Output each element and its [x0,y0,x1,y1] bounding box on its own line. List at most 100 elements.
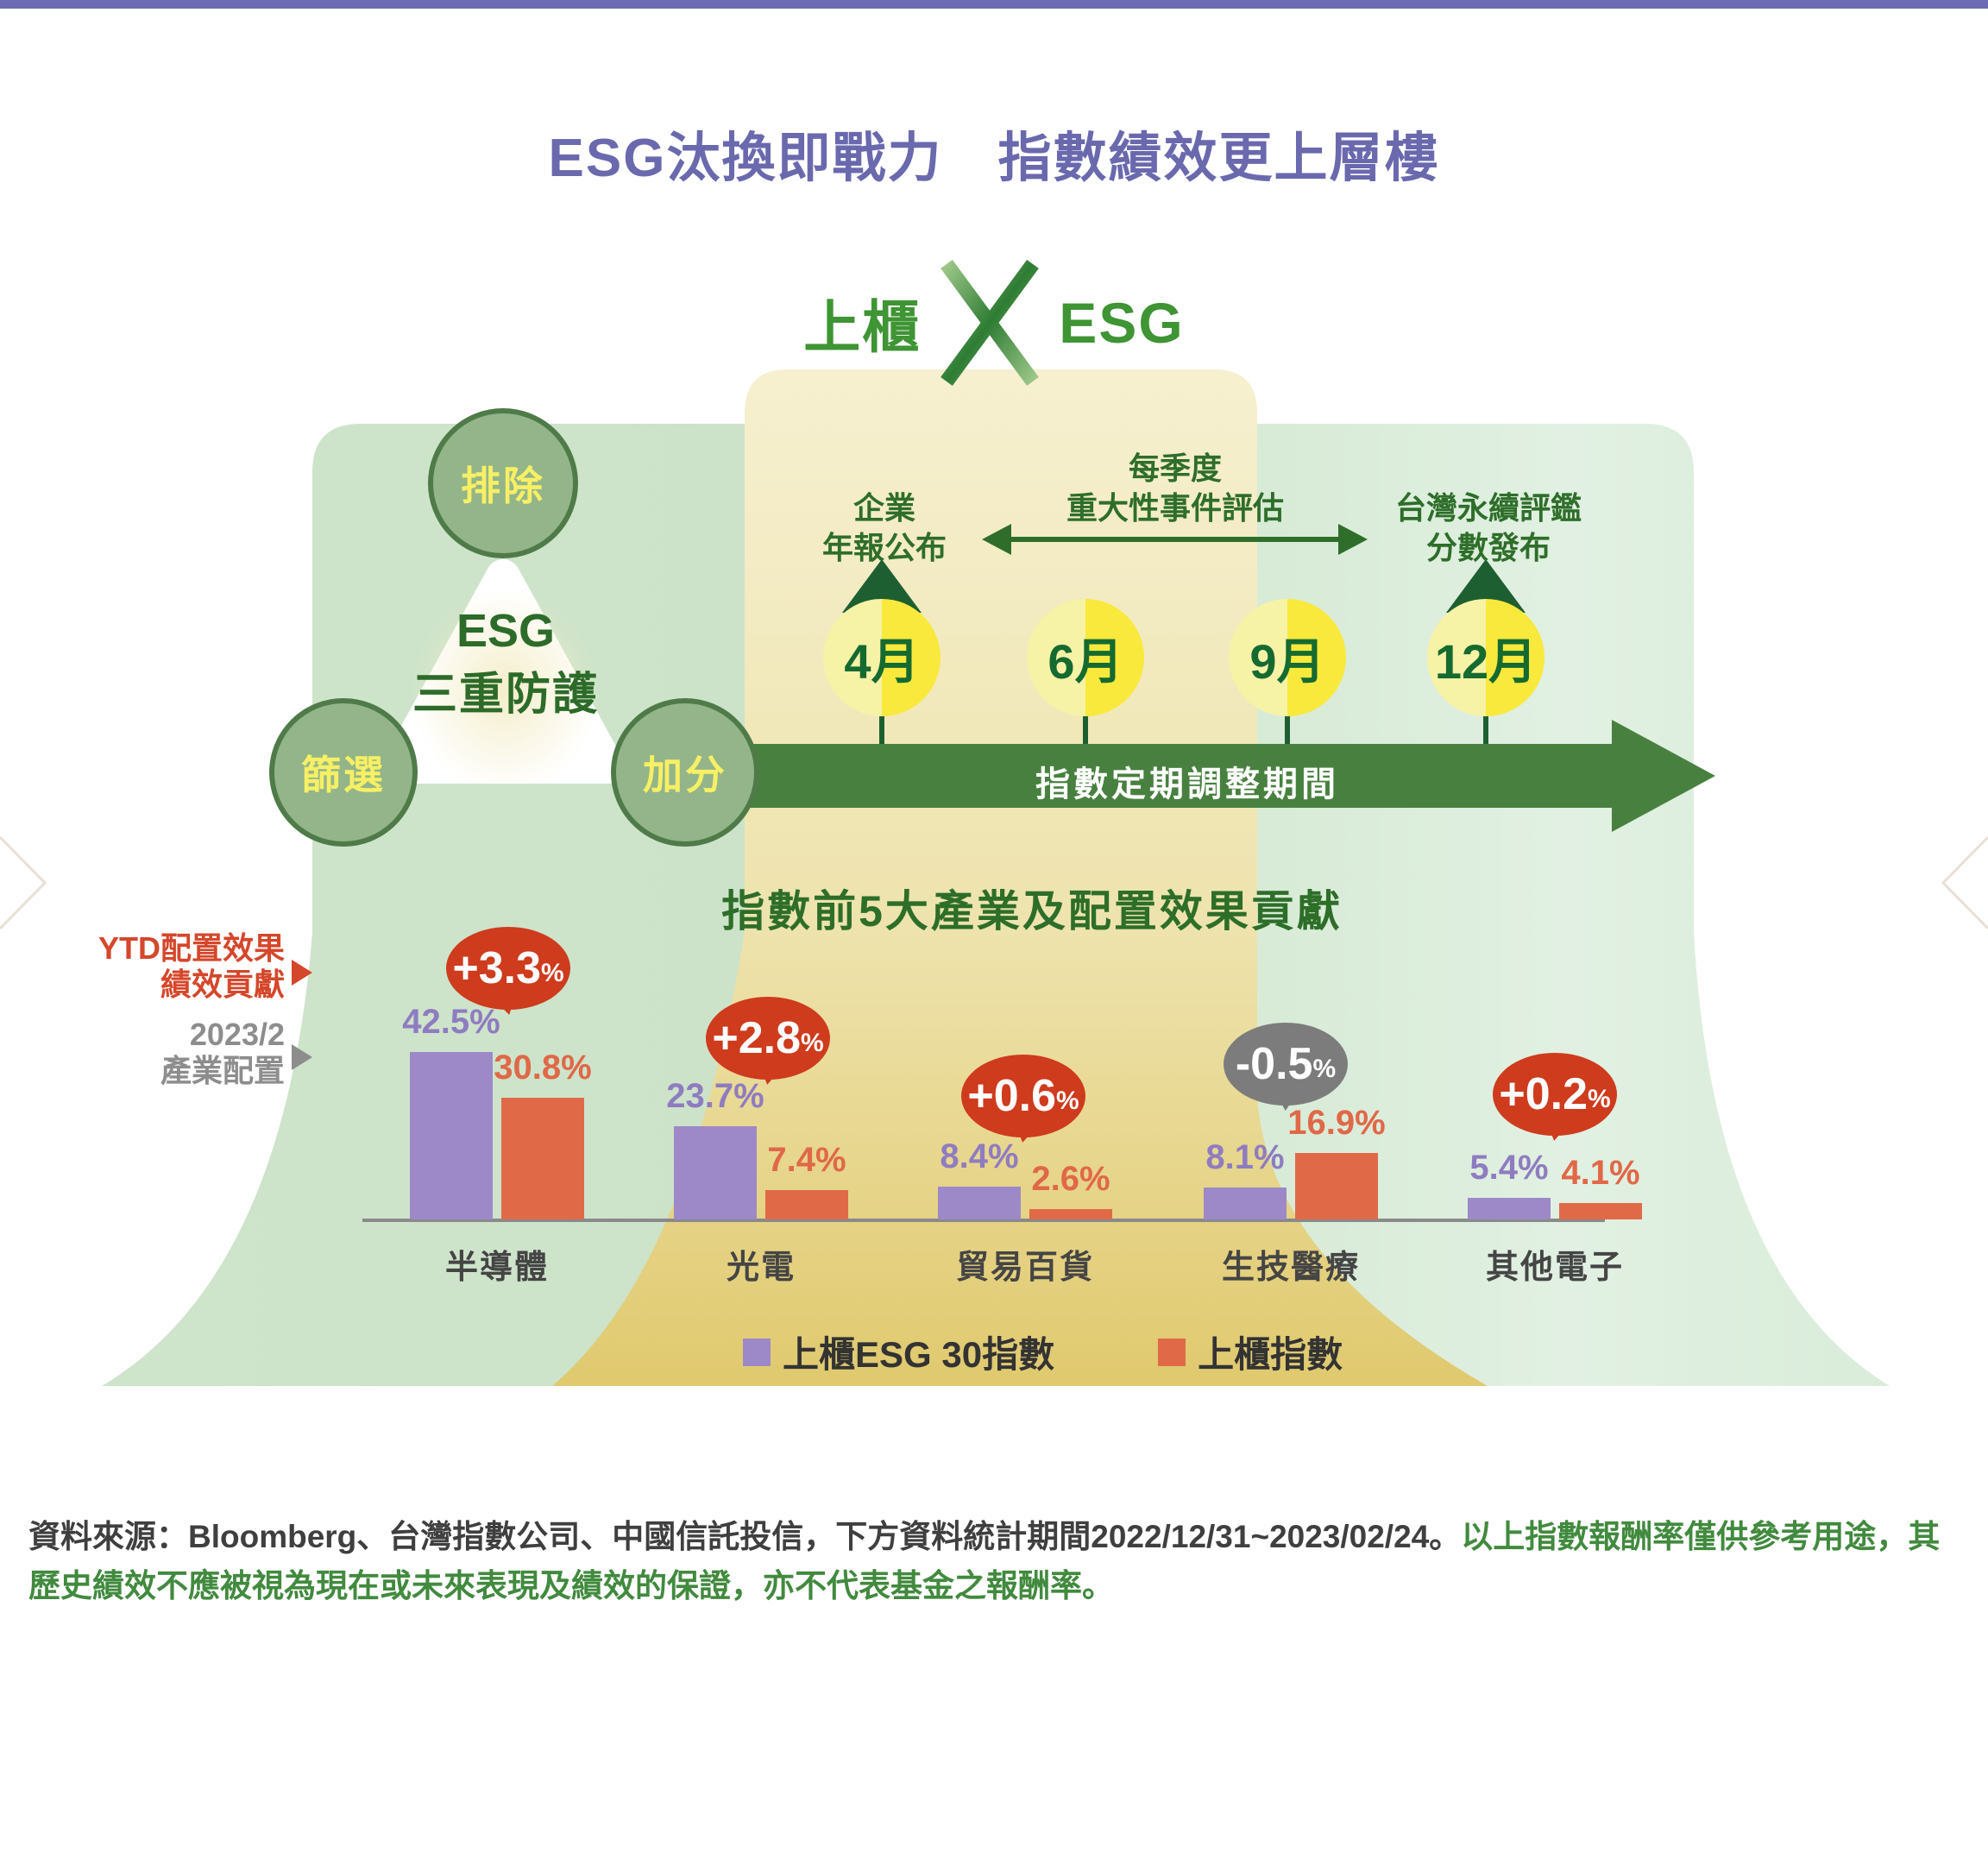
month-stems [879,713,1488,749]
category-label: 貿易百貨 [955,1250,1095,1286]
sub-header-left: 上櫃 [803,295,922,359]
otc-value-label: 30.8% [494,1049,592,1087]
badge-other-electronics: +0.2% [1493,1053,1617,1136]
annual-report-line2: 年報公布 [821,530,947,565]
ytd-line2: 績效貢獻 [160,967,285,1002]
badge-value: +0.6 [967,1071,1056,1121]
badge-optoelectronics: +2.8% [706,997,830,1080]
category-label: 半導體 [444,1250,550,1286]
footer-disclaimer: 資料來源：Bloomberg、台灣指數公司、中國信託投信，下方資料統計期間202… [28,1512,1970,1610]
sustainability-line2: 分數發布 [1425,530,1551,565]
chart-legend: 上櫃ESG 30指數 上櫃指數 [743,1326,1343,1378]
quarterly-range-arrow [982,524,1368,555]
alloc-line1: 2023/2 [189,1017,285,1052]
esg30-value-label: 42.5% [402,1003,500,1041]
month-december-label: 12月 [1434,633,1538,689]
otc-value-label: 2.6% [1031,1160,1110,1198]
esg30-bar [674,1126,757,1219]
alloc-line2: 產業配置 [160,1053,285,1088]
legend-item-esg30: 上櫃ESG 30指數 [743,1326,1054,1378]
sub-header: 上櫃 ESG [0,257,1988,388]
month-circle-september: 9月 [1229,599,1346,716]
otc-bar [1559,1203,1642,1219]
shield-circle-screen: 篩選 [269,698,418,847]
shield-circle-bonus-label: 加分 [643,753,727,797]
esg30-value-label: 8.4% [940,1137,1019,1175]
category-label: 其他電子 [1485,1250,1625,1286]
badge-value: +3.3 [452,943,541,993]
category-label: 光電 [726,1250,796,1286]
quarterly-line1: 每季度 [1128,450,1223,486]
month-circle-april: 4月 [823,599,941,716]
footer-source-text: 資料來源：Bloomberg、台灣指數公司、中國信託投信，下方資料統計期間202… [28,1519,1462,1554]
timeline-sustainability-label: 台灣永續評鑑 分數發布 [1395,488,1582,568]
month-june-label: 6月 [1047,633,1123,689]
carousel-next-icon[interactable] [1941,835,1988,930]
december-marker-icon [1446,559,1526,613]
shield-title-line1: ESG [456,605,556,657]
percent-sign: % [800,1029,824,1057]
chart-baseline [362,1219,1605,1222]
otc-bar [1295,1153,1378,1219]
shield-title-line2: 三重防護 [412,670,599,720]
badge-trading: +0.6% [961,1055,1085,1137]
top-accent-bar [0,0,1988,9]
percent-sign: % [540,959,564,987]
shield-circle-exclude-label: 排除 [461,463,545,508]
legend-item-otc: 上櫃指數 [1158,1326,1343,1378]
otc-bar [1029,1209,1112,1219]
sustainability-line1: 台灣永續評鑑 [1394,490,1582,526]
timeline-annual-report-label: 企業 年報公布 [822,488,947,568]
badge-semiconductor: +3.3% [446,927,570,1010]
otc-swatch-icon [1158,1338,1186,1366]
category-label: 生技醫療 [1221,1250,1361,1286]
shield-glow [410,589,600,792]
percent-sign: % [1312,1055,1337,1083]
ytd-pointer-icon [292,960,312,986]
index-adjustment-arrow-bar [685,720,1715,832]
cross-x-icon [941,259,1040,387]
month-circle-june: 6月 [1027,599,1144,716]
shield-circle-bonus: 加分 [611,698,759,847]
badge-value: +0.2 [1499,1069,1588,1119]
esg30-bar [410,1052,493,1219]
month-circle-december: 12月 [1427,599,1544,716]
badge-value: +2.8 [712,1013,801,1063]
esg30-bar [1468,1198,1551,1219]
otc-value-label: 16.9% [1287,1104,1386,1142]
esg30-swatch-icon [743,1338,771,1366]
footer-disclaimer-text: 以上指數報酬率僅供參考用途，其歷史績效不應被視為現在或未來表現及績效的保證，亦不… [28,1519,1941,1603]
legend-label-esg30: 上櫃ESG 30指數 [783,1334,1055,1375]
allocation-annotation: 2023/2 產業配置 [160,1017,285,1089]
sub-header-right: ESG [1059,291,1185,355]
esg30-value-label: 8.1% [1205,1138,1285,1176]
esg30-value-label: 23.7% [666,1077,764,1115]
shield-circle-screen-label: 篩選 [301,753,386,797]
legend-label-otc: 上櫃指數 [1198,1334,1343,1375]
otc-bar [501,1098,584,1219]
badge-value: -0.5 [1235,1039,1313,1089]
quarterly-line2: 重大性事件評估 [1066,490,1285,526]
month-april-label: 4月 [844,633,920,689]
arrow-bar-label: 指數定期調整期間 [1035,765,1339,803]
shield-circle-exclude: 排除 [428,408,578,558]
page-title: ESG汰換即戰力 指數績效更上層樓 [548,129,1440,188]
april-marker-icon [842,559,922,613]
ytd-annotation: YTD配置效果 績效貢獻 [98,930,285,1003]
chart-heading: 指數前5大產業及配置效果貢獻 [721,887,1343,936]
otc-value-label: 4.1% [1561,1154,1640,1192]
ytd-line1: YTD配置效果 [98,930,285,966]
carousel-prev-icon[interactable] [0,835,47,930]
otc-bar [765,1190,848,1219]
percent-sign: % [1587,1085,1611,1113]
month-september-label: 9月 [1249,633,1325,689]
esg30-bar [1204,1187,1287,1219]
timeline-quarterly-label: 每季度 重大性事件評估 [1066,449,1284,528]
badge-biotech: -0.5% [1224,1023,1348,1106]
esg30-bar [938,1187,1021,1219]
percent-sign: % [1055,1087,1079,1115]
annual-report-line1: 企業 [852,490,916,526]
alloc-pointer-icon [292,1044,312,1070]
esg30-value-label: 5.4% [1469,1149,1549,1187]
